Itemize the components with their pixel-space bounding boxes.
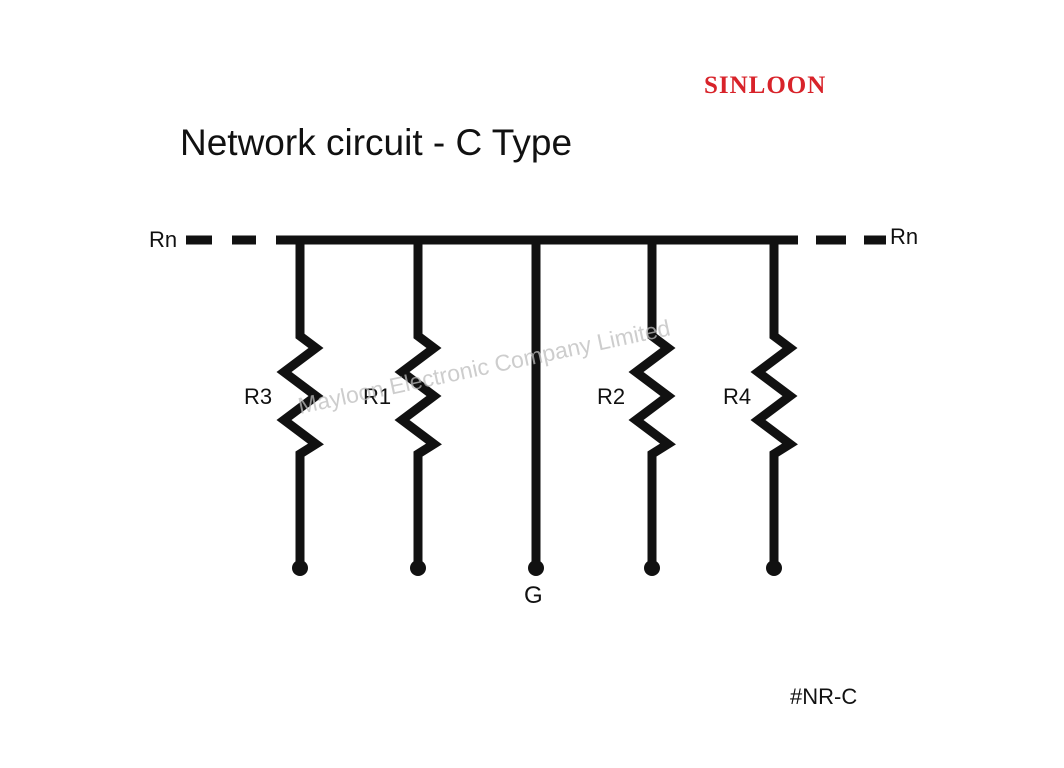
resistor-r3 bbox=[276, 240, 324, 566]
pin-r1 bbox=[410, 560, 426, 576]
diagram-title: Network circuit - C Type bbox=[180, 122, 573, 163]
resistor-r4 bbox=[750, 240, 798, 566]
resistor-r1 bbox=[394, 240, 442, 566]
label-rn-right: Rn bbox=[890, 224, 918, 249]
label-ground: G bbox=[524, 582, 543, 609]
label-rn-left: Rn bbox=[149, 227, 177, 252]
pin-r3 bbox=[292, 560, 308, 576]
resistor-r2 bbox=[628, 240, 676, 566]
label-r4: R4 bbox=[723, 384, 751, 409]
diagram-code: #NR-C bbox=[790, 684, 858, 709]
label-r2: R2 bbox=[597, 384, 625, 409]
pin-r4 bbox=[766, 560, 782, 576]
label-r3: R3 bbox=[244, 384, 272, 409]
pin-g bbox=[528, 560, 544, 576]
sinloon-logo: SINLOON bbox=[704, 72, 827, 99]
pin-r2 bbox=[644, 560, 660, 576]
label-r1: R1 bbox=[363, 384, 391, 409]
